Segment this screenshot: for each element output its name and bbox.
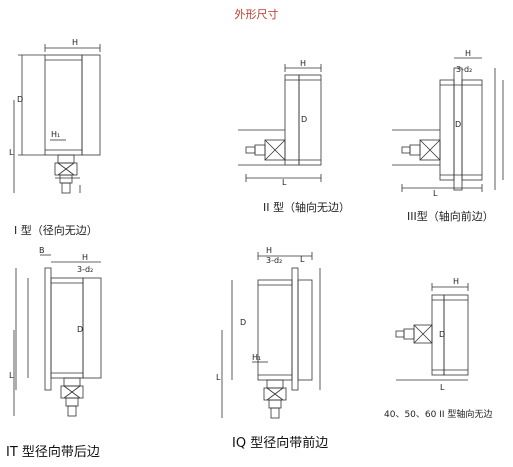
typeIQ-dim-D: D [240,318,246,327]
type405060-dim-H: H [453,277,459,286]
type1-dim-D: D [17,95,23,104]
typeIT-dim-H: H [82,253,88,262]
type2-case-body [284,74,300,166]
typeIT-rear-flange [44,267,52,391]
type3-dim-D: D [455,120,461,129]
type2-drawing [238,64,322,182]
typeIQ-dim-L2: L [300,255,305,264]
type2-dim-H: H [300,59,306,68]
type3-dim-3d2: 3-d₂ [456,65,472,74]
typeIT-drawing [13,254,102,417]
typeIT-dim-B: B [39,246,45,255]
typeIQ-front-flange [291,267,299,391]
type3-case-body [439,79,455,181]
type1-dim-L: L [9,148,14,157]
typeIQ-drawing [221,252,321,419]
caption-typeIQ: IQ 型径向带前边 [232,436,329,451]
typeIT-dim-3d2: 3-d₂ [77,265,93,274]
type1-rim [81,54,101,156]
type1-drawing [13,44,101,194]
type405060-drawing [395,283,469,381]
type3-dim-L: L [433,189,438,198]
caption-type405060: 40、50、60 II 型轴向无边 [384,410,493,420]
type405060-dim-L: L [440,383,445,392]
type2-dim-L: L [282,178,287,187]
type1-dim-H: H [72,38,78,47]
type2-dim-D: D [301,115,307,124]
typeIT-dim-L: L [9,371,14,380]
type3-dim-H: H [465,49,471,58]
caption-type1: I 型（径向无边） [14,224,98,237]
dimension-title: 外形尺寸 [234,8,279,21]
caption-typeIT: IT 型径向带后边 [6,445,100,460]
typeIQ-dim-H: H [266,246,272,255]
type405060-dim-D: D [439,330,445,339]
type3-front-flange [453,67,463,191]
typeIQ-case-body [257,279,293,381]
type1-dim-H1: H₁ [51,130,60,139]
type3-drawing [392,57,504,192]
typeIQ-dim-L: L [216,373,221,382]
typeIQ-dim-H1: H₁ [252,353,261,362]
typeIT-dim-D: D [77,325,83,334]
caption-type2: II 型（轴向无边） [263,201,350,214]
caption-type3: III型（轴向前边） [407,210,494,223]
typeIQ-dim-3d2: 3-d₂ [266,256,282,265]
